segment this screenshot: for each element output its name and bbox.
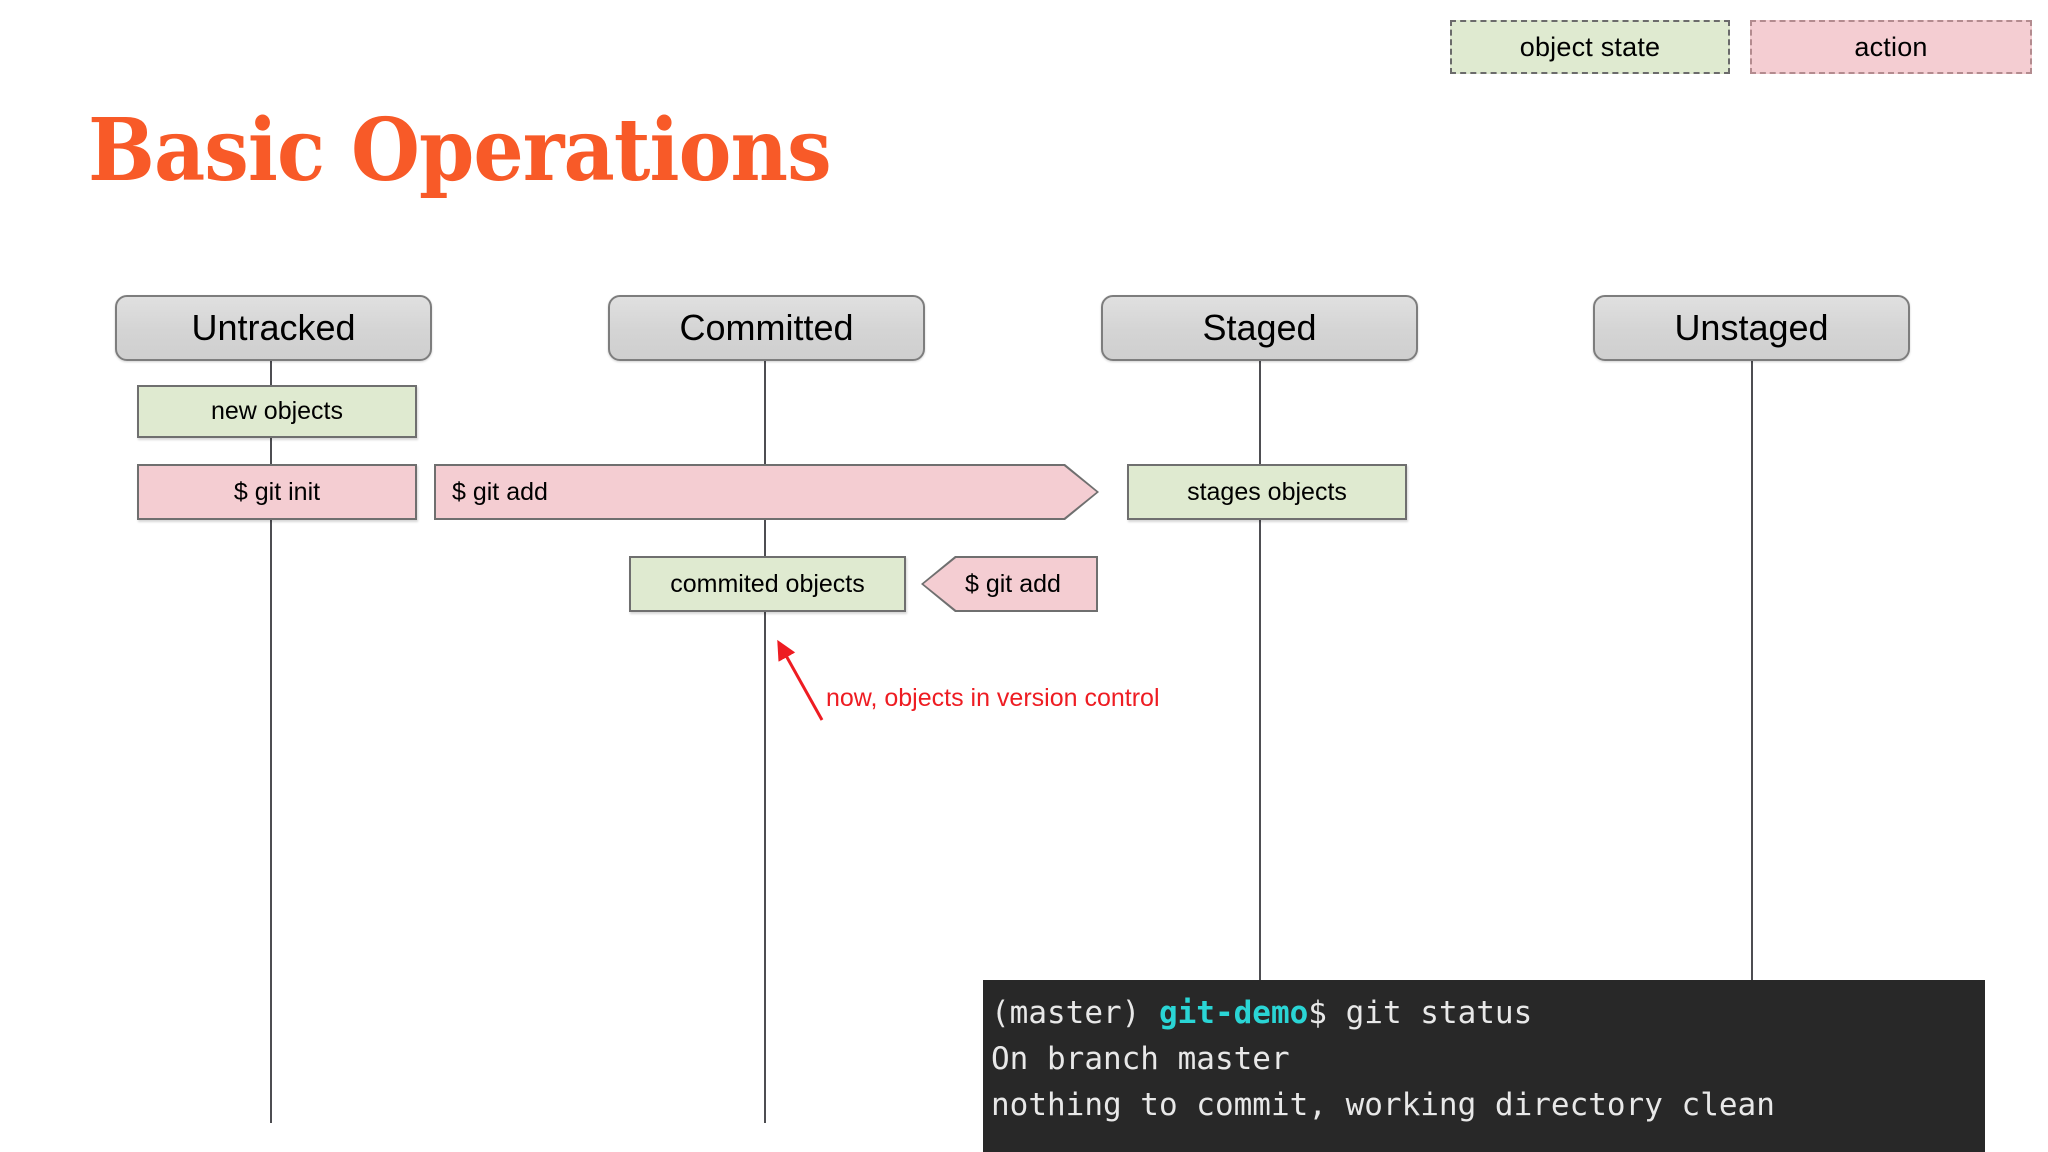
legend-action-label: action [1854, 31, 1928, 62]
arrow-left-fill [921, 556, 1098, 612]
column-header-untracked[interactable]: Untracked [115, 295, 432, 361]
terminal-prompt-prefix: (master) [991, 995, 1159, 1031]
node-commited-objects[interactable]: commited objects [629, 556, 906, 612]
terminal-output-line-1: On branch master [991, 1041, 1290, 1077]
lifeline-committed [764, 360, 766, 1123]
node-git-add-from-staged-label: $ git add [965, 569, 1061, 598]
lifeline-untracked [270, 360, 272, 1123]
node-git-init-label: $ git init [233, 477, 321, 506]
node-new-objects[interactable]: new objects [137, 385, 417, 438]
node-git-add-to-staged[interactable]: $ git add [434, 464, 1099, 520]
column-header-unstaged-label: Unstaged [1674, 307, 1829, 348]
terminal-output: (master) git-demo$ git status On branch … [983, 980, 1985, 1152]
annotation-text: now, objects in version control [826, 684, 1160, 712]
column-header-committed-label: Committed [679, 307, 854, 348]
column-header-untracked-label: Untracked [191, 307, 356, 348]
node-stages-objects[interactable]: stages objects [1127, 464, 1407, 520]
column-header-unstaged[interactable]: Unstaged [1593, 295, 1910, 361]
arrow-right-fill [434, 464, 1099, 520]
node-git-add-from-staged[interactable]: $ git add [921, 556, 1098, 612]
column-header-committed[interactable]: Committed [608, 295, 925, 361]
node-commited-objects-label: commited objects [670, 569, 865, 598]
node-git-init[interactable]: $ git init [137, 464, 417, 520]
terminal-output-line-2: nothing to commit, working directory cle… [991, 1087, 1775, 1123]
node-stages-objects-label: stages objects [1187, 477, 1347, 506]
column-header-staged[interactable]: Staged [1101, 295, 1418, 361]
terminal-command: $ git status [1308, 995, 1533, 1031]
legend-object-state: object state [1450, 20, 1730, 74]
legend-action: action [1750, 20, 2032, 74]
page-title: Basic Operations [88, 100, 832, 201]
legend-object-state-label: object state [1519, 31, 1661, 62]
terminal-host: git-demo [1158, 995, 1309, 1031]
annotation-arrow-icon [777, 639, 824, 721]
lifeline-unstaged [1751, 360, 1753, 980]
lifeline-staged [1259, 360, 1261, 980]
column-header-staged-label: Staged [1202, 307, 1317, 348]
node-git-add-to-staged-label: $ git add [452, 477, 548, 506]
node-new-objects-label: new objects [210, 397, 344, 425]
